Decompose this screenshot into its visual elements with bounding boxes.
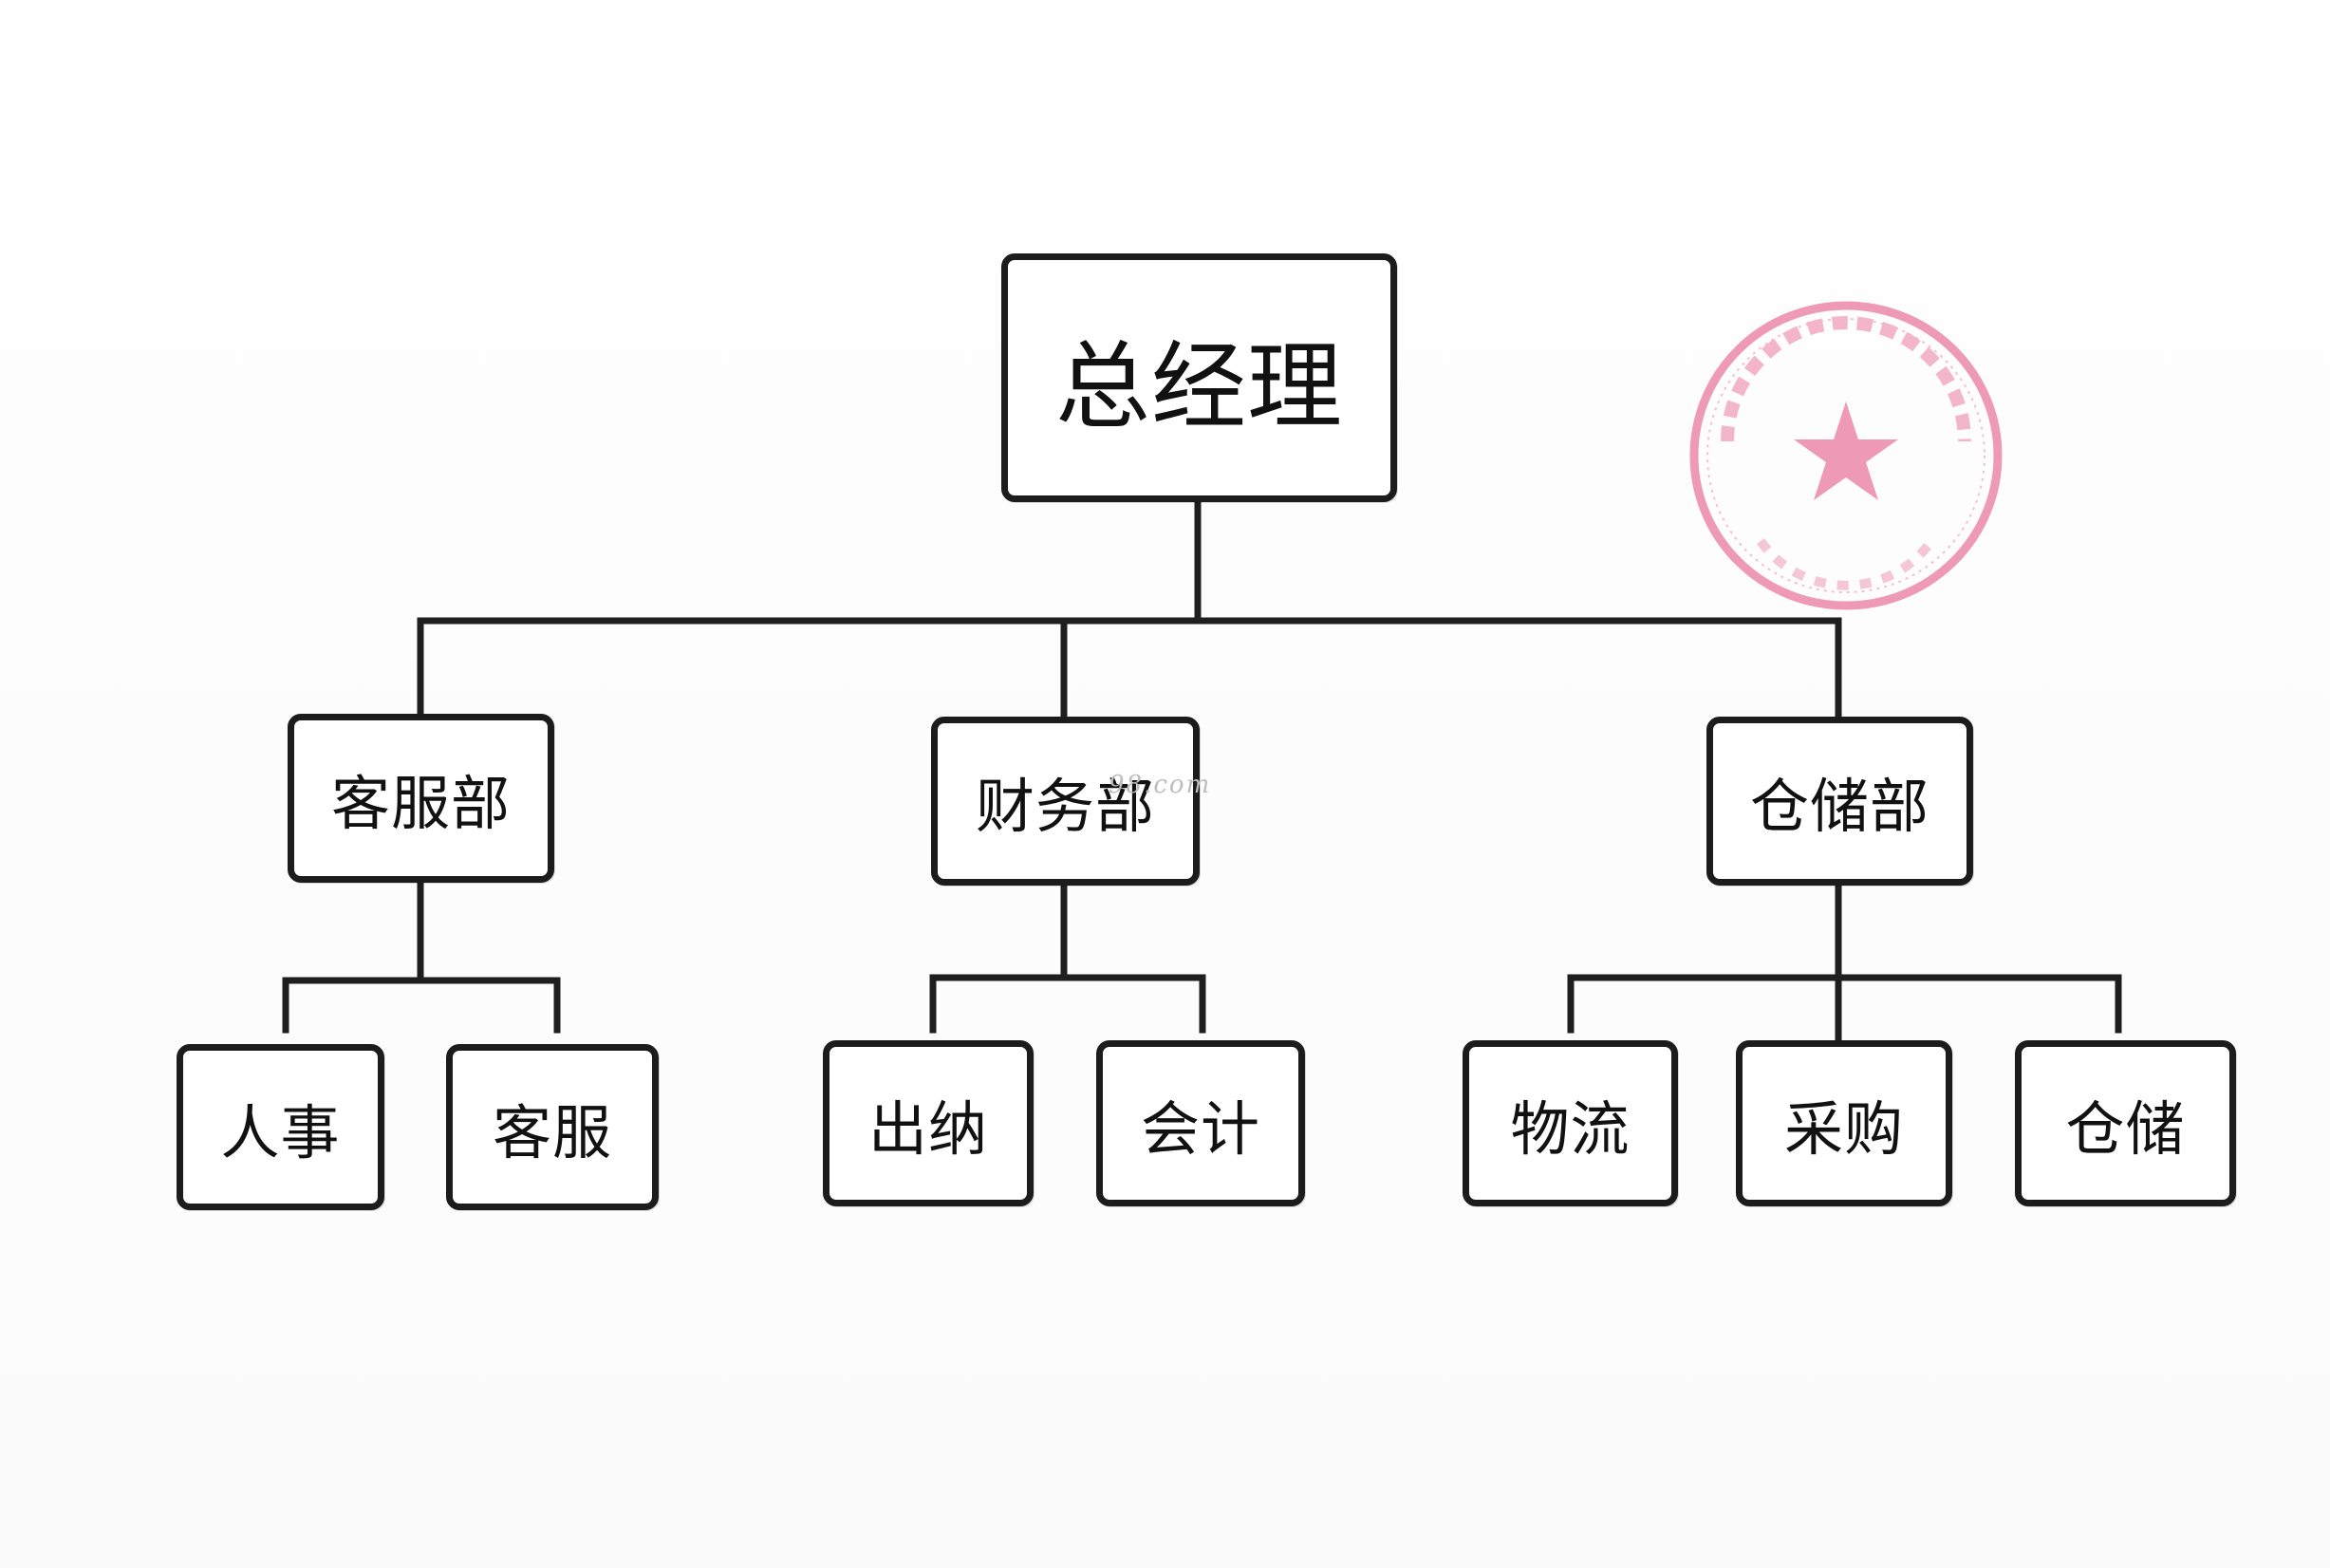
- node-label: 仓储: [2065, 1093, 2186, 1164]
- node-cashier: 出纳: [823, 1040, 1034, 1206]
- star-icon: [1794, 401, 1898, 500]
- node-label: 采购: [1783, 1093, 1904, 1164]
- node-logistics: 物流: [1463, 1040, 1678, 1206]
- node-customer-service-dept: 客服部: [288, 714, 554, 883]
- node-procurement: 采购: [1736, 1040, 1952, 1206]
- node-label: 仓储部: [1749, 772, 1929, 841]
- node-label: 客服: [492, 1097, 612, 1167]
- node-label: 出纳: [867, 1093, 988, 1164]
- node-label: 总经理: [1055, 330, 1343, 442]
- watermark-text: 98.com: [1109, 771, 1212, 799]
- node-label: 人事: [220, 1097, 341, 1167]
- seal-inner-ring: [1706, 318, 1985, 593]
- node-storage: 仓储: [2015, 1040, 2236, 1206]
- node-label: 客服部: [330, 769, 511, 838]
- node-finance-dept: 财务部: [931, 717, 1200, 886]
- seal-bottom-text: [1756, 538, 1936, 590]
- company-seal-stamp: [1689, 301, 2003, 610]
- node-label: 财务部: [975, 772, 1155, 841]
- seal-ring: [1689, 301, 2003, 610]
- seal-arc-text: [1721, 316, 1971, 442]
- node-accounting: 会计: [1096, 1040, 1305, 1206]
- node-warehouse-dept: 仓储部: [1706, 717, 1973, 886]
- node-label: 物流: [1510, 1093, 1631, 1164]
- node-general-manager: 总经理: [1001, 253, 1397, 502]
- node-customer-service: 客服: [446, 1044, 659, 1210]
- node-hr: 人事: [177, 1044, 384, 1210]
- node-label: 会计: [1140, 1093, 1260, 1164]
